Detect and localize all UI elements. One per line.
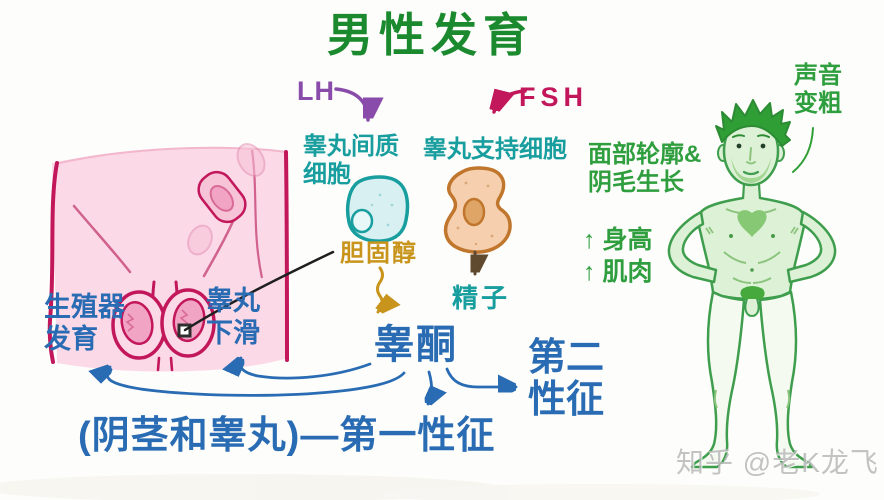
chest-hair [737, 210, 767, 237]
primary-organs-label: (阴茎和睾丸) [78, 415, 301, 457]
muscle-increase-label: ↑ 肌肉 [583, 258, 653, 286]
hair [715, 99, 791, 147]
eye [760, 143, 766, 149]
testicular-descent-label: 睾丸 下滑 [206, 286, 260, 348]
navel [750, 268, 754, 272]
testosterone-label: 睾酮 [374, 323, 458, 367]
pubic-hair-label: 阴毛生长 [588, 169, 684, 196]
arrow-to-secondary [445, 367, 518, 387]
genitals-drawing [111, 280, 216, 372]
facial-contour-label: 面部轮廓& [588, 141, 702, 168]
genital-development-label: 生殖器 发育 [44, 292, 125, 354]
sertoli-cell-label: 睾丸支持细胞 [423, 136, 567, 163]
pelvis-illustration [47, 143, 335, 372]
arrow-to-primary [428, 370, 432, 404]
mouth [742, 170, 760, 176]
nose [746, 147, 756, 165]
primary-characteristics-line: (阴茎和睾丸)—第一性征 [78, 414, 495, 459]
arrow-to-genital-development [107, 367, 406, 397]
leydig-cell-drawing [345, 175, 410, 243]
leydig-cell-label: 睾丸间质 细胞 [303, 133, 399, 189]
voice-pointer-line [792, 127, 814, 173]
primary-characteristics-label: 第一性征 [339, 415, 496, 457]
testosterone-arrows [107, 358, 518, 404]
eye [736, 143, 742, 149]
lh-arrow [334, 87, 368, 122]
testis-to-cell-pointer [183, 250, 335, 332]
watermark: 知乎 @老K龙飞 [676, 447, 879, 478]
male-figure [667, 99, 837, 469]
descent-path [187, 143, 266, 256]
armpit-hair [705, 226, 799, 235]
pubic-hair [740, 286, 765, 301]
fsh-label: FSH [519, 82, 588, 112]
sertoli-cell-drawing [443, 166, 512, 254]
cholesterol-label: 胆固醇 [340, 240, 418, 267]
height-increase-label: ↑ 身高 [583, 226, 653, 254]
lh-label: LH [297, 76, 335, 106]
page-title: 男性发育 [327, 9, 535, 61]
fsh-arrow [494, 91, 527, 112]
voice-deepening-label: 声音 变粗 [794, 62, 842, 118]
rib-lines [723, 251, 781, 264]
secondary-characteristics-label: 第二 性征 [528, 337, 605, 421]
beard [731, 158, 771, 183]
paper-texture [0, 474, 820, 500]
dash: — [300, 415, 340, 457]
eyebrows [732, 134, 770, 138]
cholesterol-to-testosterone-arrow [378, 266, 383, 312]
arrow-to-descent [240, 358, 372, 380]
sperm-label: 精子 [452, 283, 511, 313]
